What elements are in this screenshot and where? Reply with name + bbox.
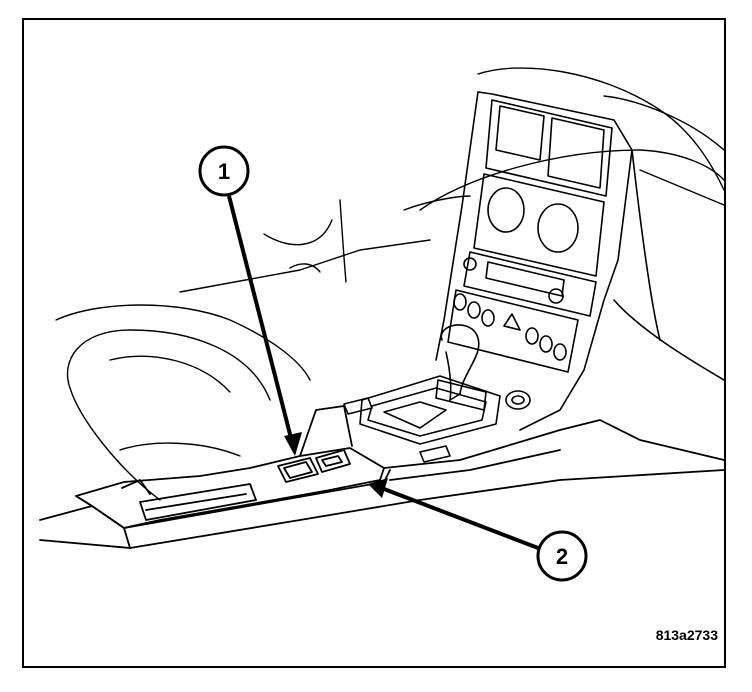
dashboard-outline	[403, 67, 725, 211]
callout-1: 1	[198, 145, 250, 197]
figure-frame	[22, 18, 726, 668]
arrow-head-1	[284, 432, 302, 456]
center-console	[39, 405, 725, 549]
center-stack	[435, 91, 725, 431]
gear-shifter	[343, 324, 531, 463]
leader-line-2	[383, 487, 539, 550]
arrow-head-2	[368, 478, 388, 498]
callout-leaders	[227, 195, 539, 550]
callout-circle-2	[536, 530, 588, 582]
callout-2: 2	[536, 530, 588, 582]
figure-reference-code: 813a2733	[656, 627, 719, 643]
callout-number-1: 1	[218, 159, 230, 184]
callout-number-2: 2	[556, 544, 568, 569]
leader-line-1	[227, 195, 294, 443]
callout-circle-1	[198, 145, 250, 197]
